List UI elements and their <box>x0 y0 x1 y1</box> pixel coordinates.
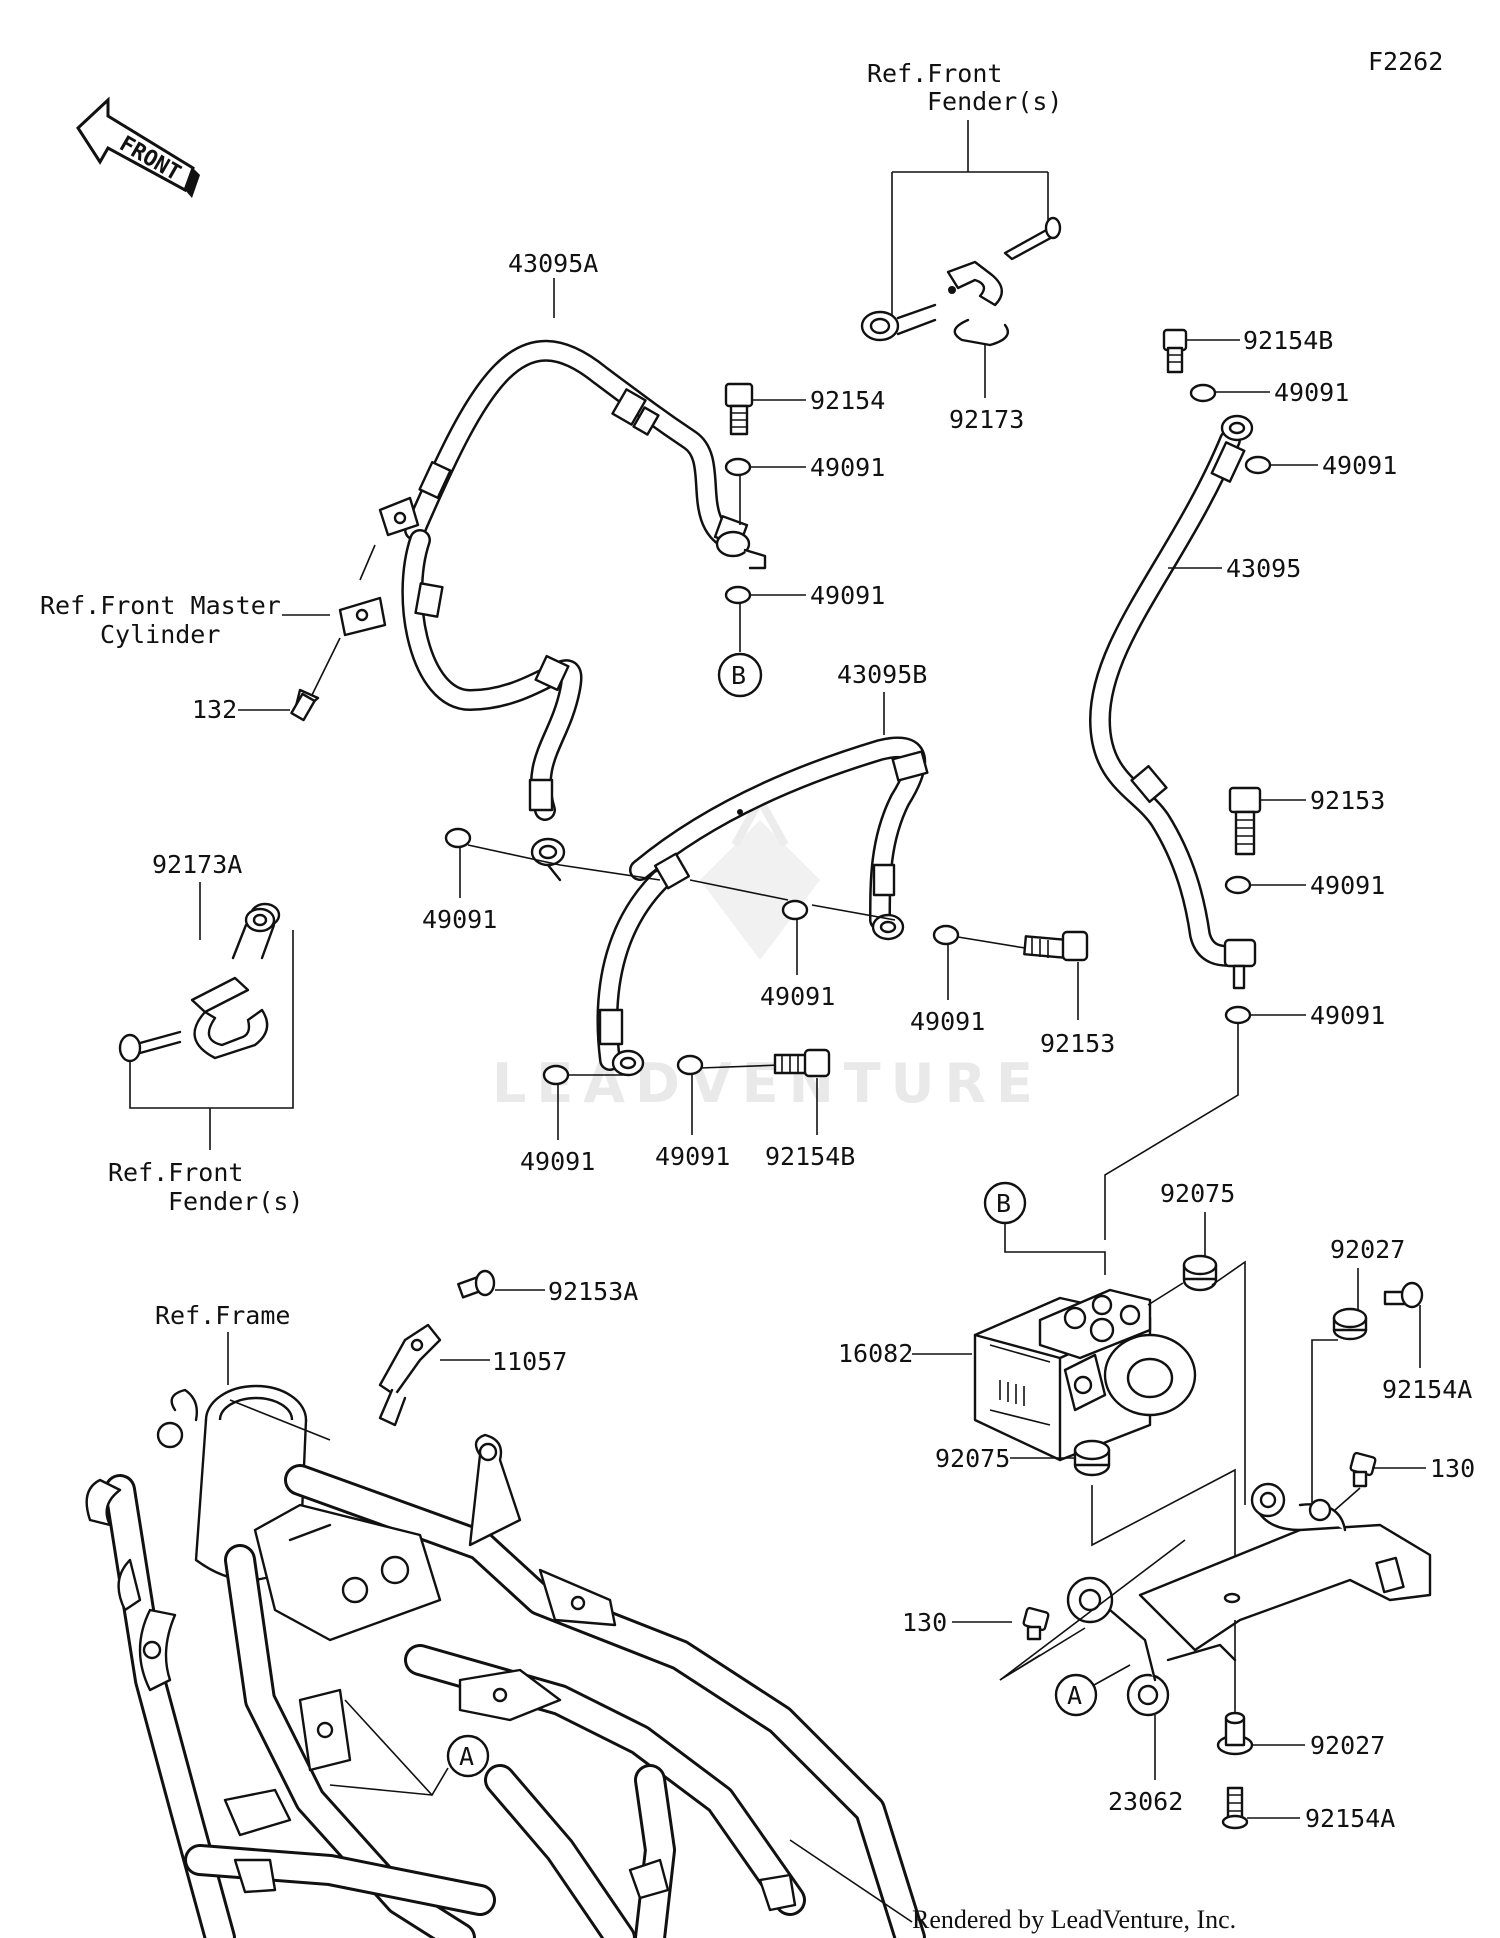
label-16082: 16082 <box>838 1339 913 1368</box>
label-49091-r3: 49091 <box>1310 871 1385 900</box>
callout-a-frame-text: A <box>459 1742 474 1771</box>
label-92173A: 92173A <box>152 850 242 879</box>
label-92173: 92173 <box>949 405 1024 434</box>
callout-b-abs-text: B <box>996 1189 1011 1218</box>
ref-front-fender-top-leader <box>891 120 1049 318</box>
bolt-92153-right <box>1228 786 1262 856</box>
label-49091-b1: 49091 <box>520 1147 595 1176</box>
label-92154A-bottom: 92154A <box>1305 1804 1395 1833</box>
front-arrow-icon: FRONT <box>76 96 200 198</box>
washer-49091-r1 <box>1189 383 1217 403</box>
label-11057: 11057 <box>492 1347 567 1376</box>
bolt-92154B-top <box>1162 328 1188 374</box>
label-43095A: 43095A <box>508 249 598 278</box>
hose-43095A <box>378 339 767 882</box>
label-43095B: 43095B <box>837 660 927 689</box>
bolt-92153A <box>457 1269 496 1299</box>
callout-b-upper <box>717 652 763 698</box>
label-92154B-top: 92154B <box>1243 326 1333 355</box>
frame-drawing <box>85 1384 926 1938</box>
label-92027-top: 92027 <box>1330 1235 1405 1264</box>
bolt-92154B-bottom <box>773 1048 831 1078</box>
master-cylinder-bracket <box>338 544 387 637</box>
washer-49091-c2 <box>781 899 809 921</box>
ref-front-fender-left-line2: Fender(s) <box>168 1187 303 1216</box>
hose-43095B <box>596 736 929 1077</box>
bolt-92153-center <box>1023 930 1089 962</box>
label-92154A-top: 92154A <box>1382 1375 1472 1404</box>
label-49091-c1: 49091 <box>422 905 497 934</box>
label-132: 132 <box>192 695 237 724</box>
label-92153-right: 92153 <box>1310 786 1385 815</box>
label-49091-r1: 49091 <box>1274 378 1349 407</box>
sensor-11057 <box>378 1323 442 1427</box>
washer-49091-top2 <box>724 585 752 605</box>
label-130-left: 130 <box>902 1608 947 1637</box>
watermark: LEADVENTURE <box>492 791 1043 1115</box>
ref-front-fender-left-line1: Ref.Front <box>108 1158 243 1187</box>
ref-front-master-line2: Cylinder <box>100 620 220 649</box>
label-49091-top2: 49091 <box>810 581 885 610</box>
washer-49091-r4 <box>1224 1005 1252 1025</box>
collar-92027-top <box>1332 1307 1368 1341</box>
label-92027-bottom: 92027 <box>1310 1731 1385 1760</box>
label-43095: 43095 <box>1226 554 1301 583</box>
ref-front-fender-top-line1: Ref.Front <box>867 59 1002 88</box>
bolt-130-right <box>1349 1451 1377 1488</box>
collar-92027-bottom <box>1216 1711 1254 1756</box>
washer-49091-b1 <box>542 1064 570 1086</box>
label-49091-r2: 49091 <box>1322 451 1397 480</box>
washer-49091-c3 <box>932 924 960 946</box>
callout-a-bracket <box>1054 1673 1098 1717</box>
callout-b-upper-text: B <box>731 661 746 690</box>
label-49091-b2: 49091 <box>655 1142 730 1171</box>
washer-49091-c1 <box>444 827 472 849</box>
label-92154-top: 92154 <box>810 386 885 415</box>
callout-a-bracket-text: A <box>1067 1681 1082 1710</box>
label-92153-center: 92153 <box>1040 1029 1115 1058</box>
callout-a-frame <box>446 1734 490 1778</box>
label-49091-r4: 49091 <box>1310 1001 1385 1030</box>
diagram-code: F2262 <box>1368 47 1443 76</box>
label-49091-c2: 49091 <box>760 982 835 1011</box>
label-130-right: 130 <box>1430 1454 1475 1483</box>
bolt-132 <box>290 688 320 722</box>
washer-49091-r3 <box>1224 875 1252 895</box>
ref-frame-label: Ref.Frame <box>155 1301 290 1330</box>
watermark-text: LEADVENTURE <box>492 1052 1043 1115</box>
grommet-92075-bottom <box>1073 1439 1111 1477</box>
clamp-92173A-assembly <box>118 902 281 1063</box>
abs-unit-16082 <box>973 1288 1197 1462</box>
label-23062: 23062 <box>1108 1787 1183 1816</box>
front-arrow-label: FRONT <box>115 132 185 187</box>
label-49091-c3: 49091 <box>910 1007 985 1036</box>
bolt-130-left <box>1022 1606 1050 1641</box>
hose-43095 <box>1089 414 1257 990</box>
grommet-92075-top <box>1182 1254 1218 1292</box>
footer-credit: Rendered by LeadVenture, Inc. <box>912 1905 1236 1934</box>
label-92153A: 92153A <box>548 1277 638 1306</box>
label-92075-top: 92075 <box>1160 1179 1235 1208</box>
washer-49091-r2 <box>1244 455 1272 475</box>
bolt-92154-top <box>724 382 754 436</box>
washer-49091-b2 <box>676 1054 704 1076</box>
ref-front-fender-top-line2: Fender(s) <box>927 87 1062 116</box>
label-92075-bottom: 92075 <box>935 1444 1010 1473</box>
washer-49091-top1 <box>724 457 752 477</box>
ref-front-master-line1: Ref.Front Master <box>40 591 281 620</box>
label-49091-top1: 49091 <box>810 453 885 482</box>
bolt-92154A-top <box>1383 1281 1424 1309</box>
bolt-92154A-bottom <box>1221 1786 1249 1830</box>
label-92154B-bottom: 92154B <box>765 1142 855 1171</box>
clamp-92173-assembly <box>860 216 1062 347</box>
bracket-23062 <box>1066 1482 1432 1717</box>
